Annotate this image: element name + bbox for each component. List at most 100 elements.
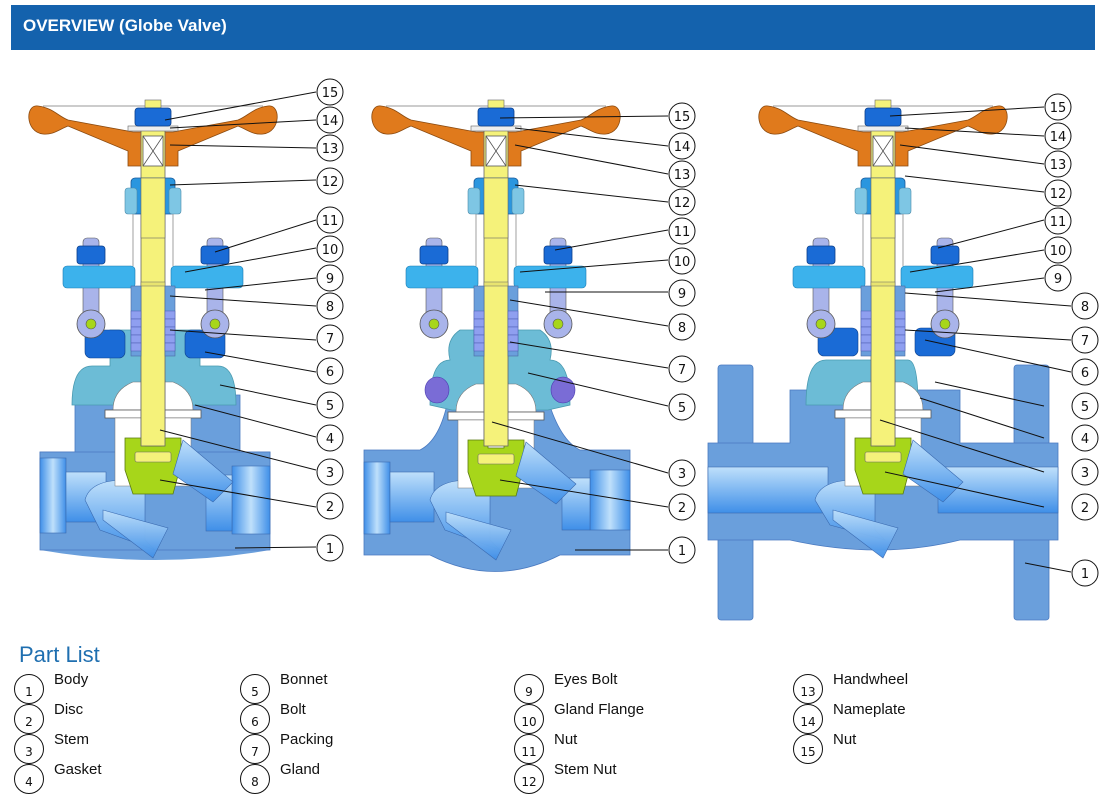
callout-8: 8 bbox=[678, 321, 686, 336]
part-item: 11 Nut bbox=[514, 731, 578, 764]
part-item: 15 Nut bbox=[793, 731, 857, 764]
callout-8: 8 bbox=[326, 300, 334, 315]
part-label: Bonnet bbox=[280, 671, 328, 688]
part-label: Bolt bbox=[280, 701, 306, 718]
part-number-badge: 3 bbox=[14, 734, 44, 764]
valve-socket-weld bbox=[28, 99, 278, 560]
callout-11: 11 bbox=[322, 214, 339, 229]
part-number-badge: 7 bbox=[240, 734, 270, 764]
part-item: 6 Bolt bbox=[240, 701, 306, 734]
part-list-title: Part List bbox=[19, 642, 100, 667]
part-number-badge: 12 bbox=[514, 764, 544, 794]
callout-12: 12 bbox=[1050, 187, 1067, 202]
part-label: Gland bbox=[280, 761, 321, 778]
callout-15: 15 bbox=[1050, 101, 1067, 116]
callouts-valve-1 bbox=[159, 78, 344, 562]
callout-10: 10 bbox=[322, 243, 339, 258]
callout-labels-valve-1: 15 14 13 12 11 10 9 8 7 6 5 4 3 2 1 bbox=[322, 86, 339, 557]
part-number-badge: 14 bbox=[793, 704, 823, 734]
part-item: 12 Stem Nut bbox=[514, 761, 617, 794]
part-item: 4 Gasket bbox=[14, 761, 102, 794]
callout-3: 3 bbox=[326, 466, 334, 481]
part-label: Disc bbox=[54, 701, 84, 718]
valve-flanged bbox=[707, 99, 1059, 621]
part-label: Nameplate bbox=[833, 701, 906, 718]
callout-labels-valve-3: 15 14 13 12 11 10 9 8 7 6 5 4 3 2 1 bbox=[1050, 101, 1089, 582]
callout-9: 9 bbox=[326, 272, 334, 287]
callout-14: 14 bbox=[1050, 130, 1067, 145]
callout-5: 5 bbox=[678, 401, 686, 416]
part-item: 14 Nameplate bbox=[793, 701, 906, 734]
callout-15: 15 bbox=[674, 110, 691, 125]
callouts-valve-2 bbox=[491, 102, 696, 564]
page-title: OVERVIEW (Globe Valve) bbox=[23, 16, 227, 35]
part-number-badge: 15 bbox=[793, 734, 823, 764]
part-number-badge: 10 bbox=[514, 704, 544, 734]
callout-4: 4 bbox=[1081, 432, 1089, 447]
part-item: 3 Stem bbox=[14, 731, 90, 764]
callout-15: 15 bbox=[322, 86, 339, 101]
callout-4: 4 bbox=[326, 432, 334, 447]
callout-6: 6 bbox=[326, 365, 334, 380]
part-number-badge: 2 bbox=[14, 704, 44, 734]
callout-3: 3 bbox=[1081, 466, 1089, 481]
part-number-badge: 13 bbox=[793, 674, 823, 704]
part-number-badge: 11 bbox=[514, 734, 544, 764]
part-item: 2 Disc bbox=[14, 701, 84, 734]
part-item: 7 Packing bbox=[240, 731, 334, 764]
callout-2: 2 bbox=[326, 500, 334, 515]
part-item: 13 Handwheel bbox=[793, 671, 909, 704]
part-item: 8 Gland bbox=[240, 761, 321, 794]
part-number-badge: 6 bbox=[240, 704, 270, 734]
part-item: 10 Gland Flange bbox=[514, 701, 645, 734]
callout-9: 9 bbox=[678, 287, 686, 302]
callout-14: 14 bbox=[674, 140, 691, 155]
callouts-valve-3 bbox=[879, 93, 1099, 587]
callout-10: 10 bbox=[674, 255, 691, 270]
callout-14: 14 bbox=[322, 114, 339, 129]
part-number-badge: 9 bbox=[514, 674, 544, 704]
callout-12: 12 bbox=[674, 196, 691, 211]
callout-8: 8 bbox=[1081, 300, 1089, 315]
part-number-badge: 5 bbox=[240, 674, 270, 704]
part-label: Packing bbox=[280, 731, 334, 748]
callout-5: 5 bbox=[1081, 400, 1089, 415]
callout-7: 7 bbox=[1081, 334, 1089, 349]
part-label: Eyes Bolt bbox=[554, 671, 618, 688]
part-label: Body bbox=[54, 671, 89, 688]
part-label: Gland Flange bbox=[554, 701, 645, 718]
part-number-badge: 1 bbox=[14, 674, 44, 704]
callout-7: 7 bbox=[678, 363, 686, 378]
part-label: Handwheel bbox=[833, 671, 909, 688]
part-label: Nut bbox=[554, 731, 578, 748]
part-number-badge: 4 bbox=[14, 764, 44, 794]
part-number-badge: 8 bbox=[240, 764, 270, 794]
part-label: Stem bbox=[54, 731, 90, 748]
callout-11: 11 bbox=[1050, 215, 1067, 230]
callout-13: 13 bbox=[674, 168, 691, 183]
valve-diagrams: 15 14 13 12 11 10 9 8 7 6 5 4 3 2 1 15 1… bbox=[28, 78, 1099, 621]
callout-2: 2 bbox=[678, 501, 686, 516]
callout-11: 11 bbox=[674, 225, 691, 240]
callout-1: 1 bbox=[678, 544, 686, 559]
callout-12: 12 bbox=[322, 175, 339, 190]
valve-welded-bonnet bbox=[363, 99, 631, 572]
part-label: Nut bbox=[833, 731, 857, 748]
callout-labels-valve-2: 15 14 13 12 11 10 9 8 7 5 3 2 1 bbox=[674, 110, 691, 559]
header-bar: OVERVIEW (Globe Valve) bbox=[11, 5, 1095, 50]
callout-1: 1 bbox=[1081, 567, 1089, 582]
part-label: Gasket bbox=[54, 761, 102, 778]
callout-2: 2 bbox=[1081, 501, 1089, 516]
callout-10: 10 bbox=[1050, 244, 1067, 259]
part-item: 5 Bonnet bbox=[240, 671, 328, 704]
part-label: Stem Nut bbox=[554, 761, 617, 778]
callout-7: 7 bbox=[326, 332, 334, 347]
callout-9: 9 bbox=[1054, 272, 1062, 287]
callout-1: 1 bbox=[326, 542, 334, 557]
part-item: 1 Body bbox=[14, 671, 89, 704]
callout-13: 13 bbox=[1050, 158, 1067, 173]
callout-13: 13 bbox=[322, 142, 339, 157]
part-item: 9 Eyes Bolt bbox=[514, 671, 618, 704]
callout-3: 3 bbox=[678, 467, 686, 482]
callout-5: 5 bbox=[326, 399, 334, 414]
